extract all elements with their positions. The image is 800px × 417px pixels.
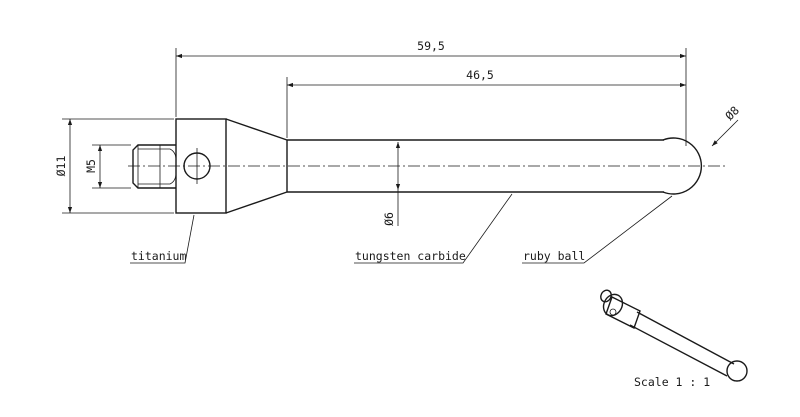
carbide-stem	[286, 139, 664, 193]
dimension-stem-diameter: Ø6	[382, 142, 401, 226]
dimension-stem-length: 46,5	[286, 68, 686, 138]
taper-section	[225, 118, 288, 214]
thread-section	[132, 144, 177, 189]
ruby-ball-label: ruby ball	[523, 249, 585, 263]
callout-ruby-ball: ruby ball	[522, 195, 673, 264]
stem-length-value: 46,5	[466, 68, 494, 82]
isometric-preview	[600, 289, 748, 382]
dimension-shank-diameter: Ø11	[54, 118, 174, 214]
overall-length-value: 59,5	[417, 39, 445, 53]
shank-diameter-value: Ø11	[54, 156, 68, 177]
titanium-label: titanium	[131, 249, 186, 263]
callout-titanium: titanium	[130, 214, 195, 264]
dimension-ball-diameter: Ø8	[711, 103, 742, 147]
dimension-overall-length: 59,5	[175, 39, 687, 146]
stem-diameter-value: Ø6	[382, 212, 396, 226]
dimension-thread: M5	[84, 144, 131, 189]
thread-value: M5	[84, 159, 98, 173]
callout-tungsten-carbide: tungsten carbide	[354, 193, 513, 264]
ruby-ball	[662, 137, 703, 195]
tungsten-carbide-label: tungsten carbide	[355, 249, 466, 263]
stylus-part	[128, 118, 728, 214]
ball-diameter-value: Ø8	[722, 103, 742, 123]
scale-label: Scale 1 : 1	[634, 375, 710, 389]
